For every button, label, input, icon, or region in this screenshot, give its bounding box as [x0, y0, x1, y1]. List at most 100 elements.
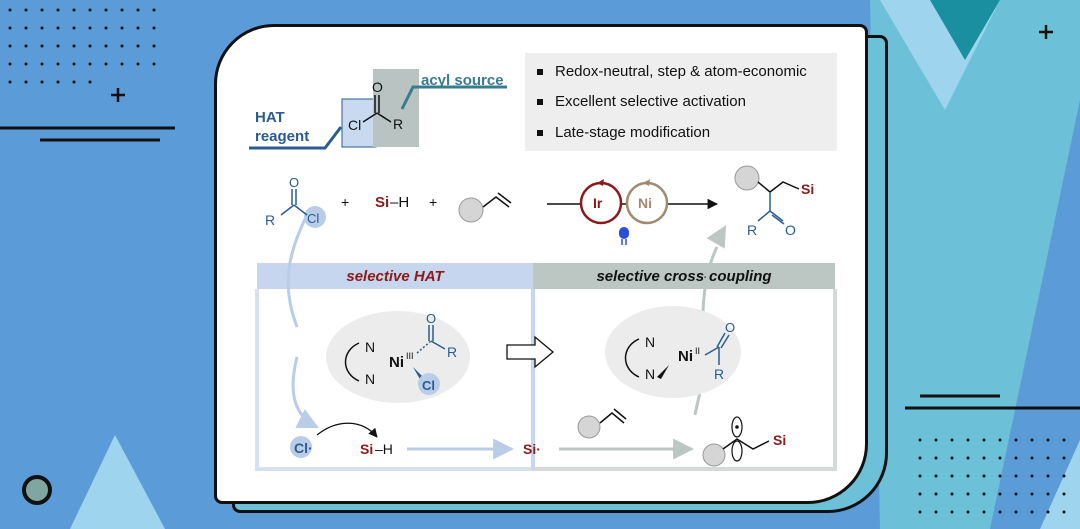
hat-reagent-label: reagent: [255, 128, 309, 145]
dot-grid-bottom-right: [918, 438, 1066, 514]
product-o: O: [785, 222, 796, 238]
graphic-card: Redox-neutral, step & atom-economic Exce…: [214, 24, 868, 504]
hat-leader-line: [249, 126, 343, 150]
p-orbital-top: [731, 416, 743, 438]
feature-text: Redox-neutral, step & atom-economic: [555, 63, 807, 80]
atom-n: N: [645, 334, 655, 350]
product-si: Si: [773, 432, 786, 448]
mechanism-panels: selective HAT selective cross-coupling N…: [255, 218, 837, 471]
wedge-bond: [657, 365, 669, 379]
atom-o: O: [725, 320, 735, 335]
transition-arrow: [506, 335, 555, 369]
cl-radical: Cl·: [294, 440, 313, 456]
bond: [720, 334, 730, 349]
feature-item: Late-stage modification: [537, 124, 710, 141]
cycle-arrowhead: [643, 179, 650, 186]
plus-sign: +: [341, 194, 349, 210]
reaction-scheme: R Cl O + Si –H + Ir Ni: [265, 165, 814, 245]
substituent-ball: [458, 197, 484, 223]
atom-n: N: [365, 371, 375, 387]
hat-acyl-motif: HAT reagent acyl source Cl R O: [249, 69, 507, 150]
product-carbonyl: [757, 210, 784, 222]
blue-led-icon: [619, 227, 629, 245]
silane-h: –H: [375, 441, 393, 457]
product-si: Si: [801, 181, 814, 197]
double-bond: [771, 214, 785, 225]
bond: [430, 340, 446, 350]
atom-r: R: [265, 212, 275, 228]
atom-n: N: [365, 339, 375, 355]
bottom-triangle: [70, 435, 165, 529]
atom-o: O: [289, 175, 299, 190]
bond: [376, 112, 392, 123]
feature-list: Redox-neutral, step & atom-economic Exce…: [525, 53, 837, 151]
silane-si: Si: [375, 194, 389, 211]
silane-h: –H: [390, 194, 409, 211]
plus-icon-left: [111, 88, 125, 102]
bond: [362, 112, 378, 123]
circle-icon: [22, 475, 52, 505]
left-panel-header: [257, 263, 533, 289]
teal-band: [870, 0, 1080, 529]
ir-label: Ir: [593, 195, 603, 211]
ni-center: Ni: [389, 354, 404, 371]
bullet-icon: [537, 129, 543, 136]
alkene-double-bond: [613, 408, 627, 420]
corner-triangle: [1040, 440, 1080, 529]
oxidation-state: II: [695, 346, 700, 356]
cycle-arrowhead: [597, 179, 604, 186]
cl-radical-highlight: [290, 436, 312, 458]
atom-cl: Cl: [307, 211, 319, 226]
ni-label: Ni: [638, 195, 652, 211]
substituent-ball: [702, 443, 726, 467]
product-r: R: [747, 222, 757, 238]
hat-curved-arrow: [316, 422, 378, 438]
flow-arrow: [286, 218, 307, 328]
atom-r: R: [447, 344, 457, 360]
radical-chain: [722, 438, 770, 450]
silane-si: Si: [360, 441, 373, 457]
decor-lines: [0, 126, 1080, 410]
feature-text: Late-stage modification: [555, 124, 711, 141]
atom-r: R: [714, 366, 724, 382]
radical-dot: [735, 425, 739, 429]
atom-o: O: [426, 311, 436, 326]
alkene-bonds: [599, 412, 625, 424]
left-panel-border: [255, 289, 533, 471]
bond: [416, 340, 432, 354]
feature-text: Excellent selective activation: [555, 93, 746, 110]
bullet-icon: [537, 98, 543, 105]
atom-n: N: [645, 366, 655, 382]
feature-item: Redox-neutral, step & atom-economic: [537, 63, 807, 80]
dot-grid-top-left: [8, 8, 156, 84]
atom-r: R: [393, 116, 403, 132]
atom-cl: Cl: [348, 117, 361, 133]
hat-reagent-label: HAT: [255, 109, 285, 126]
reaction-diagram: HAT reagent acyl source Cl R O R Cl O + …: [249, 69, 837, 471]
flow-arrowhead: [706, 225, 727, 249]
atom-cl: Cl: [422, 378, 435, 393]
ni2-complex-bg: [605, 306, 741, 398]
bond: [716, 332, 726, 348]
acyl-source-label: acyl source: [421, 72, 504, 89]
product-chain: [757, 181, 800, 193]
right-panel-title: selective cross-coupling: [596, 268, 771, 285]
bond: [704, 346, 720, 356]
hat-highlight-box: [341, 98, 377, 148]
bond: [293, 204, 308, 216]
flow-arrow: [291, 356, 319, 429]
left-panel-title: selective HAT: [346, 268, 445, 285]
oxidation-state: III: [406, 351, 414, 361]
cl-highlight: [304, 206, 326, 228]
acyl-leader-line: [400, 85, 507, 110]
feature-item: Excellent selective activation: [537, 93, 746, 110]
acyl-highlight-box: [373, 69, 419, 147]
p-orbital-bottom: [731, 440, 743, 462]
ligand-backbone: [624, 338, 640, 378]
substituent-ball: [577, 415, 601, 439]
plus-icon-right: [1039, 25, 1053, 39]
plus-sign: +: [429, 194, 437, 210]
atom-o: O: [372, 79, 383, 95]
ligand-backbone: [344, 342, 360, 382]
